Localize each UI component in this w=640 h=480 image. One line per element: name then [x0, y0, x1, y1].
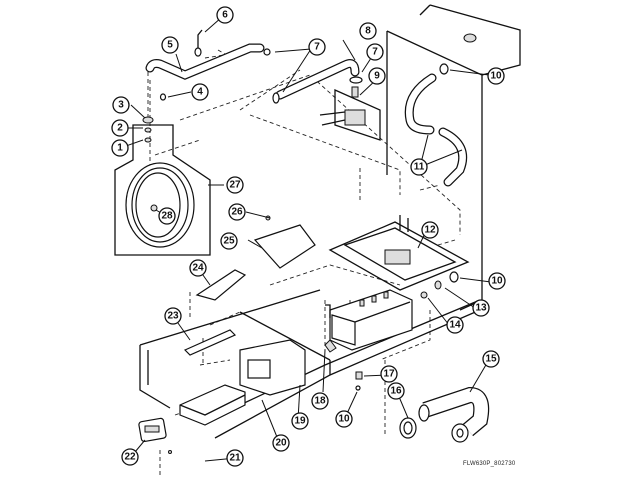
- callout-4-label: 4: [197, 87, 203, 98]
- callout-19-label: 19: [294, 416, 306, 427]
- callout-4: 4: [191, 83, 209, 101]
- callout-10a: 10: [487, 67, 505, 85]
- callout-3-label: 3: [118, 100, 124, 111]
- hose-5: [145, 43, 265, 80]
- dispenser-tray-20: [179, 384, 246, 426]
- callout-5-label: 5: [167, 40, 173, 51]
- heater-box-19: [239, 339, 306, 396]
- drawing-code: FLW630P_802730: [463, 461, 516, 467]
- callout-5: 5: [161, 36, 179, 54]
- callout-24: 24: [189, 259, 207, 277]
- callout-11: 11: [410, 158, 428, 176]
- callout-21-label: 21: [229, 453, 241, 464]
- bellows-panel-27: [114, 124, 211, 256]
- callout-20: 20: [272, 434, 290, 452]
- callout-21: 21: [226, 449, 244, 467]
- drain-hose-15: [418, 386, 490, 443]
- callout-3: 3: [112, 96, 130, 114]
- callout-17-label: 17: [383, 369, 395, 380]
- water-valve-9: [319, 88, 381, 141]
- callout-8: 8: [359, 22, 377, 40]
- callout-19: 19: [291, 412, 309, 430]
- callout-7b: 7: [366, 43, 384, 61]
- knob-22: [138, 417, 167, 443]
- callout-12-label: 12: [424, 225, 436, 236]
- callout-20-label: 20: [275, 438, 287, 449]
- callout-28: 28: [158, 207, 176, 225]
- callout-9: 9: [368, 67, 386, 85]
- callout-15: 15: [482, 350, 500, 368]
- callout-15-label: 15: [485, 354, 497, 365]
- callout-26: 26: [228, 203, 246, 221]
- callout-7b-label: 7: [372, 47, 378, 58]
- callout-6: 6: [216, 6, 234, 24]
- callout-9-label: 9: [374, 71, 380, 82]
- callout-10b: 10: [488, 272, 506, 290]
- callout-25-label: 25: [223, 236, 235, 247]
- callout-22: 22: [121, 448, 139, 466]
- callout-6-label: 6: [222, 10, 228, 21]
- callout-2: 2: [111, 119, 129, 137]
- clamp-16: [399, 417, 417, 439]
- callout-26-label: 26: [231, 207, 243, 218]
- callout-13: 13: [472, 299, 490, 317]
- callout-10c: 10: [335, 410, 353, 428]
- callout-16: 16: [387, 382, 405, 400]
- callout-23: 23: [164, 307, 182, 325]
- callout-24-label: 24: [192, 263, 204, 274]
- callout-28-label: 28: [161, 211, 173, 222]
- callout-18-label: 18: [314, 396, 326, 407]
- water-valve-12: [384, 215, 411, 265]
- callout-10c-label: 10: [338, 414, 350, 425]
- callout-23-label: 23: [167, 311, 179, 322]
- callout-1: 1: [111, 139, 129, 157]
- callout-12: 12: [421, 221, 439, 239]
- callout-13-label: 13: [475, 303, 487, 314]
- callout-25: 25: [220, 232, 238, 250]
- callout-2-label: 2: [117, 123, 123, 134]
- callout-16-label: 16: [390, 386, 402, 397]
- valve-box-outline: [328, 221, 470, 291]
- callout-7a: 7: [308, 38, 326, 56]
- callout-14-label: 14: [449, 320, 461, 331]
- plate-25: [253, 224, 316, 269]
- callout-27-label: 27: [229, 180, 241, 191]
- callout-10b-label: 10: [491, 276, 503, 287]
- callout-8-label: 8: [365, 26, 371, 37]
- callout-18: 18: [311, 392, 329, 410]
- hose-8: [275, 59, 360, 100]
- callout-22-label: 22: [124, 452, 136, 463]
- detergent-trough: [325, 289, 413, 351]
- callout-7a-label: 7: [314, 42, 320, 53]
- small-parts: [142, 29, 459, 454]
- cover-24: [195, 269, 247, 301]
- callout-27: 27: [226, 176, 244, 194]
- callout-14: 14: [446, 316, 464, 334]
- callout-1-label: 1: [117, 143, 123, 154]
- callout-17: 17: [380, 365, 398, 383]
- bracket-23: [183, 329, 237, 356]
- callout-11-label: 11: [414, 162, 425, 173]
- callout-10a-label: 10: [490, 71, 502, 82]
